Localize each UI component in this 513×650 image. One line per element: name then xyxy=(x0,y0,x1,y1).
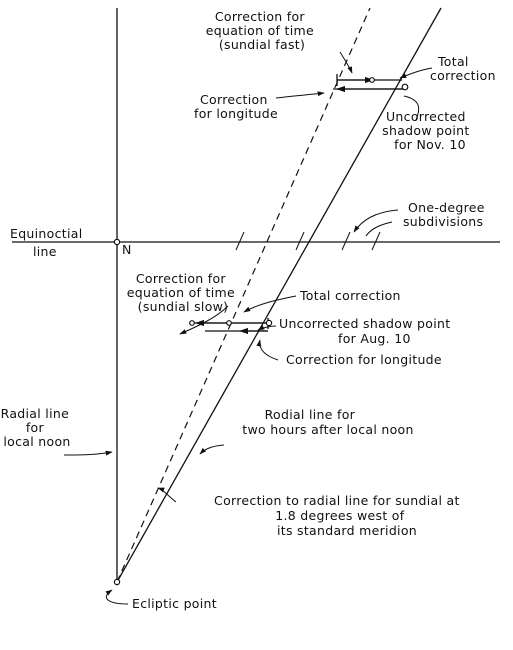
eot-slow-label: Correction for equation of time (sundial… xyxy=(127,271,239,314)
correction-radial-label: Correction to radial line for sundial at… xyxy=(214,493,464,538)
corrected-radial-line-dashed xyxy=(116,7,371,583)
longitude-correction-top-label: Correction for longitude xyxy=(194,92,278,121)
total-correction-top-label: Total correction xyxy=(430,54,496,83)
nov-correction-group xyxy=(333,74,409,93)
north-label: N xyxy=(122,242,132,257)
eot-fast-label: Correction for equation of time (sundial… xyxy=(206,9,318,52)
ecliptic-point-label: Ecliptic point xyxy=(132,596,217,611)
total-correction-mid-label: Total correction xyxy=(299,288,401,303)
radial-noon-label: Radial line for local noon xyxy=(1,406,74,449)
longitude-correction-mid-label: Correction for longitude xyxy=(286,352,442,367)
uncorrected-nov-label: Uncorrected shadow point for Nov. 10 xyxy=(382,109,474,152)
north-point xyxy=(113,238,121,246)
subdivision-ticks xyxy=(235,231,381,251)
two-hour-radial-line xyxy=(116,7,442,583)
radial-two-hours-label: Rodial line for two hours after local no… xyxy=(242,407,413,437)
equinoctial-label: Equinoctial line xyxy=(10,226,87,259)
ecliptic-point-marker xyxy=(113,578,121,586)
one-degree-label: One-degree subdivisions xyxy=(403,200,489,229)
leader-lines xyxy=(63,51,433,605)
aug-correction-group xyxy=(189,318,273,335)
uncorrected-aug-label: Uncorrected shadow point for Aug. 10 xyxy=(279,316,455,346)
